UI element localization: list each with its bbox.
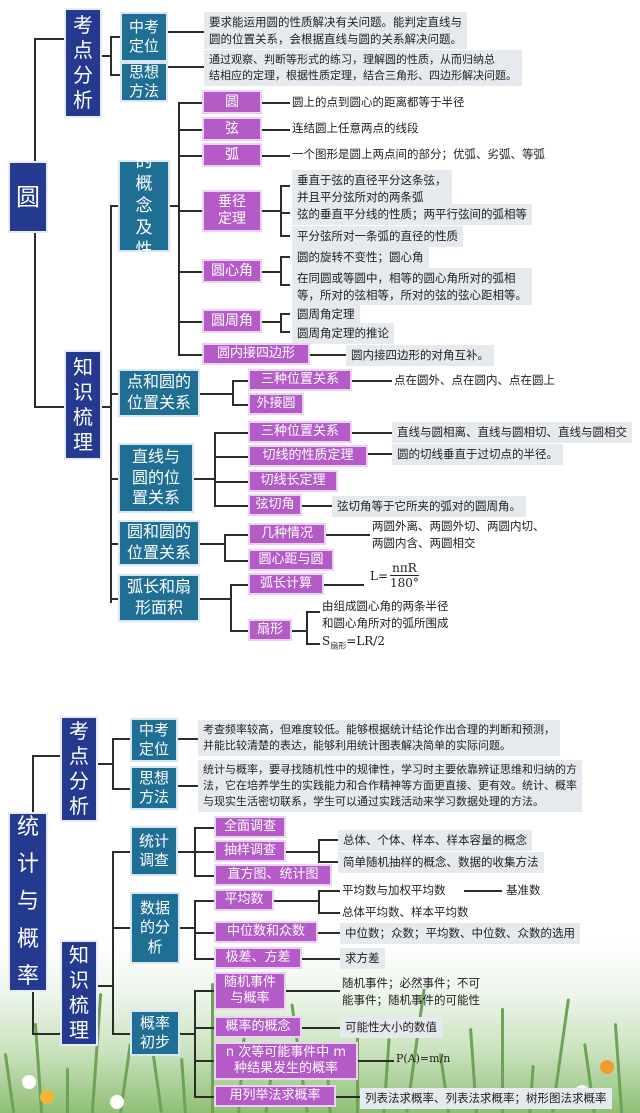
cc-node: 圆和圆的位置关系 [118,520,200,566]
stat-sixiang-label: 思想方法 [130,766,178,810]
prob-random-event: 随机事件与概率 [214,972,286,1010]
concept-perp-diam: 垂径定理 [202,190,262,232]
perp-diam-text-2: 弦的垂直平分线的性质；两平行弦间的弧相等 [292,204,532,225]
concept-arc-text: 一个图形是圆上两点间的部分；优弧、劣弧、等弧 [292,147,545,161]
stat-kaodian-title: 考点分析 [60,716,98,822]
prob-n-events: n 次等可能事件中 m 种结果发生的概率 [214,1042,358,1080]
line-tangent-thm-text: 圆的切线垂直于过切点的半径。 [392,444,563,465]
survey-text-1: 总体、个体、样本、样本容量的概念 [338,830,532,851]
analysis-range-variance: 极差、方差 [214,947,302,969]
line-chord-tangent-text: 弦切角等于它所夹的弧对的圆周角。 [332,496,526,517]
prob-node: 概率初步 [130,1010,180,1056]
sector-area-formula: S扇形=LR/2 [322,634,385,651]
flower-decoration [600,1060,614,1074]
line-chord-tangent: 弦切角 [248,494,302,516]
survey-node: 统计调查 [130,826,178,876]
concept-circle-text: 圆上的点到圆心的距离都等于半径 [292,95,465,109]
line-three-pos: 三种位置关系 [248,421,352,443]
analysis-mean: 平均数 [214,889,274,911]
zhongkao-label: 中考定位 [120,12,168,62]
zhishi-title: 知识梳理 [64,350,102,460]
flower-decoration [22,1075,36,1089]
cc-cases: 几种情况 [248,523,326,545]
point-circumcircle: 外接圆 [248,393,304,415]
kaodian-title: 考点分析 [64,8,102,118]
analysis-median-mode-text: 中位数；众数；平均数、中位数、众数的选用 [340,923,580,944]
grass-blade [501,1008,504,1113]
root-stat: 统计与概率 [8,812,48,992]
analysis-mean-extra: 基准数 [506,883,541,897]
arc-formula-den: 180° [390,576,419,590]
stat-sixiang-text: 统计与概率，要寻找随机性中的规律性，学习时主要依靠辨证思维和归纳的方法，它在培养… [198,760,582,812]
analysis-mean-text-2: 总体平均数、样本平均数 [342,905,469,919]
prob-random-event-text: 随机事件；必然事件；不可能事件；随机事件的可能性 [342,976,480,1007]
arc-node: 弧长和扇形面积 [118,574,200,622]
sector-text: 由组成圆心角的两条半径和圆心角所对的弧所围成 [322,599,449,630]
inscribed-angle-text-2: 圆周角定理的推论 [292,323,394,344]
sixiang-text: 通过观察、判断等形式的练习，理解圆的性质，从而归纳总结相应的定理，根据性质定理，… [204,50,522,86]
grass-blade [211,983,214,1113]
survey-text-2: 简单随机抽样的概念、数据的收集方法 [338,852,544,873]
concept-chord-text: 连结圆上任意两点的线段 [292,121,419,135]
arc-formula-num: nπR [390,561,419,576]
analysis-range-variance-text: 求方差 [340,948,385,969]
flower-decoration [110,1095,124,1109]
zhongkao-text: 要求能运用圆的性质解决有关问题。能判定直线与圆的位置关系，会根据直线与圆的关系解… [204,12,467,50]
cyclic-quad-text: 圆内接四边形的对角互补。 [346,345,494,366]
point-node: 点和圆的位置关系 [118,369,200,417]
stat-zhongkao-label: 中考定位 [130,718,178,762]
perp-diam-text-3: 平分弦所对一条弧的直径的性质 [292,226,463,247]
survey-chart: 直方图、统计图 [214,864,332,886]
flower-decoration [40,1090,54,1104]
arc-length-calc: 弧长计算 [248,573,324,595]
perp-diam-text-1: 垂直于弦的直径平分这条弦，并且平分弦所对的两条弧 [292,170,452,208]
central-angle-text-2: 在同圆或等圆中，相等的圆心角所对的弧相等，所对的弦相等，所对的弦的弦心距相等。 [292,268,532,306]
survey-full: 全面调查 [214,816,286,838]
concept-chord: 弦 [202,117,262,141]
analysis-mean-text-1: 平均数与加权平均数 [342,883,446,897]
concept-arc: 弧 [202,143,262,167]
analysis-median-mode: 中位数和众数 [214,921,318,943]
concept-circle: 圆 [202,90,262,114]
line-three-pos-text: 直线与圆相离、直线与圆相切、直线与圆相交 [392,422,632,443]
point-three-pos-text: 点在圆外、点在圆内、点在圆上 [394,373,555,387]
concept-cyclic-quad: 圆内接四边形 [202,343,310,365]
grass-blade [66,1068,69,1113]
central-angle-text-1: 圆的旋转不变性；圆心角 [292,247,429,268]
prob-n-events-line1: n 次等可能事件中 m [225,1045,347,1061]
concept-central-angle: 圆心角 [202,259,262,283]
prob-formula: P(A)=m/n [396,1052,451,1065]
concept-inscribed-angle: 圆周角 [202,309,262,333]
prob-enumeration: 用列举法求概率 [214,1085,336,1107]
arc-length-formula: L= nπR 180° [370,561,419,590]
survey-sample: 抽样调查 [214,840,286,862]
stat-zhishi-title: 知识梳理 [60,940,98,1046]
stat-zhongkao-text: 考查频率较高，但难度较低。能够根据统计结论作出合理的判断和预测，并能比较清楚的表… [198,720,560,756]
point-three-pos: 三种位置关系 [248,369,352,391]
line-node: 直线与圆的位置关系 [118,443,194,513]
line-tangent-thm: 切线的性质定理 [248,445,368,467]
prob-enumeration-text: 列表法求概率、列表法求概率；树形图法求概率 [360,1088,612,1109]
cc-cases-text: 两圆外离、两圆外切、两圆内切、两圆内含、两圆相交 [372,519,545,550]
prob-n-events-line2: 种结果发生的概率 [233,1061,338,1076]
root-circle: 圆 [8,161,48,233]
prob-concept-text: 可能性大小的数值 [340,1017,442,1038]
cc-center-distance: 圆心距与圆 [248,549,334,571]
inscribed-angle-text-1: 圆周角定理 [292,304,360,325]
arc-formula-lhs: L= [370,568,389,583]
concept-node: 圆的概念及性质 [118,130,170,282]
analysis-node: 数据的分析 [130,892,180,964]
line-tangent-length: 切线长定理 [248,470,338,492]
arc-sector: 扇形 [248,619,292,641]
sixiang-label: 思想方法 [120,62,168,102]
prob-concept: 概率的概念 [214,1016,302,1038]
